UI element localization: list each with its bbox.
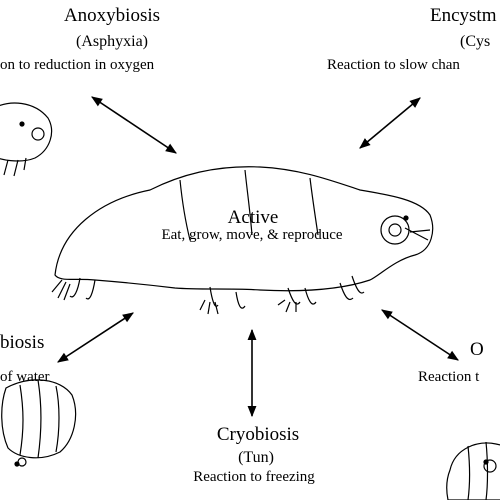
anoxybiosis-subtitle: (Asphyxia): [76, 33, 148, 50]
encystment-title: Encystm: [430, 5, 497, 26]
osmobiosis-title: O: [470, 339, 484, 360]
cryobiosis-title: Cryobiosis: [216, 424, 300, 445]
active-description: Eat, grow, move, & reproduce: [161, 227, 343, 243]
encystment-subtitle: (Cys: [460, 33, 491, 50]
anoxybiosis-description: on to reduction in oxygen: [0, 57, 155, 73]
active-tardigrade-illustration: [51, 166, 434, 315]
encystment-description: Reaction to slow chan: [327, 57, 460, 73]
anhydrobiosis-tun-illustration: [1, 379, 77, 467]
cryobiosis-subtitle: (Tun): [238, 449, 274, 466]
osmobiosis-tun-illustration: [446, 441, 500, 500]
arrow-active-encystment: [359, 97, 421, 149]
arrow-active-anhydrobiosis: [57, 312, 134, 363]
arrow-active-osmobiosis: [381, 309, 459, 361]
anhydrobiosis-description: of water: [0, 369, 50, 385]
anoxybiosis-tardigrade-illustration: [0, 102, 53, 177]
anoxybiosis-title: Anoxybiosis: [63, 5, 161, 26]
cryobiosis-description: Reaction to freezing: [193, 469, 315, 485]
active-title: Active: [227, 207, 279, 228]
arrow-active-anoxybiosis: [91, 96, 177, 154]
anhydrobiosis-title: biosis: [0, 332, 45, 353]
osmobiosis-description: Reaction t: [418, 369, 480, 385]
